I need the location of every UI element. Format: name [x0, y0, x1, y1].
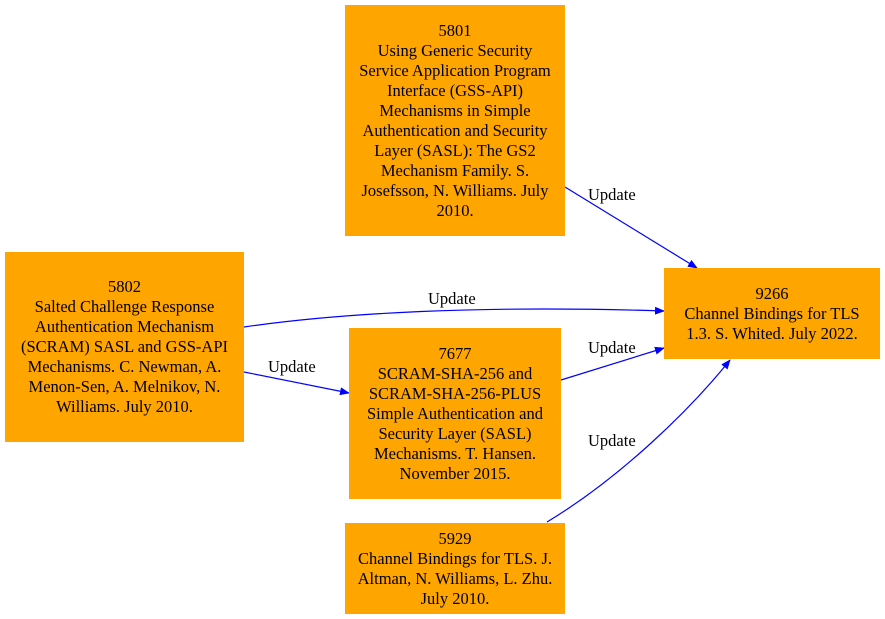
node-5802-id: 5802	[108, 277, 141, 296]
node-5929-id: 5929	[438, 528, 472, 548]
node-5801[interactable]: 5801 Using Generic Security Service Appl…	[345, 5, 565, 236]
node-7677[interactable]: 7677 SCRAM-SHA-256 and SCRAM-SHA-256-PLU…	[349, 328, 561, 499]
edge-5801-9266	[564, 186, 698, 269]
edge-5802-9266	[243, 306, 665, 328]
edge-7677-9266	[560, 346, 665, 381]
edge-5929-9266	[546, 359, 731, 523]
edge-label-5801-9266: Update	[588, 185, 636, 204]
node-7677-text: SCRAM-SHA-256 and SCRAM-SHA-256-PLUS Sim…	[367, 363, 543, 483]
node-5929-text: Channel Bindings for TLS. J. Altman, N. …	[357, 548, 553, 608]
node-9266-id: 9266	[755, 283, 789, 303]
node-9266[interactable]: 9266 Channel Bindings for TLS 1.3. S. Wh…	[664, 268, 880, 359]
node-5929[interactable]: 5929 Channel Bindings for TLS. J. Altman…	[345, 523, 565, 614]
edge-label-5802-7677: Update	[268, 357, 316, 376]
node-5802-text: Salted Challenge Response Authentication…	[20, 297, 229, 416]
node-5801-text: Using Generic Security Service Applicati…	[359, 40, 551, 220]
node-5802[interactable]: 5802 Salted Challenge Response Authentic…	[5, 252, 244, 442]
edge-label-7677-9266: Update	[588, 338, 636, 357]
node-5801-id: 5801	[438, 20, 472, 40]
node-7677-id: 7677	[438, 343, 472, 363]
edge-label-5802-9266: Update	[428, 289, 476, 308]
node-9266-text: Channel Bindings for TLS 1.3. S. Whited.…	[684, 303, 860, 343]
edge-label-5929-9266: Update	[588, 431, 636, 450]
edge-5802-7677	[243, 371, 350, 396]
